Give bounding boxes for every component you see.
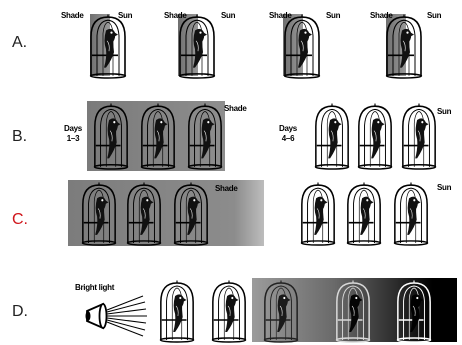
parrot-icon: [201, 118, 214, 158]
parrot-icon: [277, 294, 290, 332]
parrot-icon: [173, 294, 186, 332]
sun-label: Sun: [326, 11, 340, 21]
sun-label: Sun: [221, 11, 235, 21]
birdcage-icon: [384, 14, 424, 78]
birdcage-icon: [172, 182, 210, 245]
birdcage-icon: [262, 280, 300, 342]
birdcage-icon: [210, 280, 248, 342]
birdcage-icon: [282, 14, 322, 78]
parrot-icon: [415, 118, 428, 158]
parrot-icon: [371, 118, 384, 158]
birdcage-icon: [186, 103, 224, 169]
birdcage-icon: [92, 103, 130, 169]
parrot-icon: [400, 29, 414, 68]
parrot-icon: [104, 29, 118, 68]
parrot-icon: [328, 118, 341, 158]
birdcage-icon: [392, 182, 430, 245]
shade-label: Shade: [224, 104, 247, 114]
parrot-icon: [193, 29, 207, 68]
parrot-icon: [107, 118, 120, 158]
parrot-icon: [154, 118, 167, 158]
parrot-icon: [349, 294, 362, 332]
birdcage-icon: [88, 14, 128, 78]
parrot-icon: [407, 197, 420, 235]
sun-label: Sun: [427, 11, 441, 21]
birdcage-icon: [80, 182, 118, 245]
birdcage-icon: [177, 14, 217, 78]
birdcage-icon: [395, 280, 433, 342]
birdcage-icon: [334, 280, 372, 342]
birdcage-icon: [400, 103, 438, 169]
shade-label: Shade: [215, 184, 238, 194]
option-a-label[interactable]: A.: [12, 34, 27, 52]
parrot-icon: [187, 197, 200, 235]
sun-label: Sun: [437, 183, 451, 193]
option-c-label[interactable]: C.: [12, 211, 28, 229]
sun-label: Sun: [437, 107, 451, 117]
light-rays-icon: [107, 296, 147, 336]
shade-label: Shade: [61, 11, 84, 21]
birdcage-icon: [299, 182, 337, 245]
birdcage-icon: [139, 103, 177, 169]
parrot-icon: [140, 197, 153, 235]
option-d-label[interactable]: D.: [12, 303, 28, 321]
birdcage-icon: [125, 182, 163, 245]
birdcage-icon: [345, 182, 383, 245]
birdcage-icon: [158, 280, 196, 342]
parrot-icon: [95, 197, 108, 235]
parrot-icon: [410, 294, 423, 332]
parrot-icon: [225, 294, 238, 332]
birdcage-icon: [313, 103, 351, 169]
option-b-label[interactable]: B.: [12, 128, 27, 146]
parrot-icon: [314, 197, 327, 235]
parrot-icon: [298, 29, 312, 68]
parrot-icon: [360, 197, 373, 235]
lamp-icon: [83, 292, 153, 342]
birdcage-icon: [356, 103, 394, 169]
